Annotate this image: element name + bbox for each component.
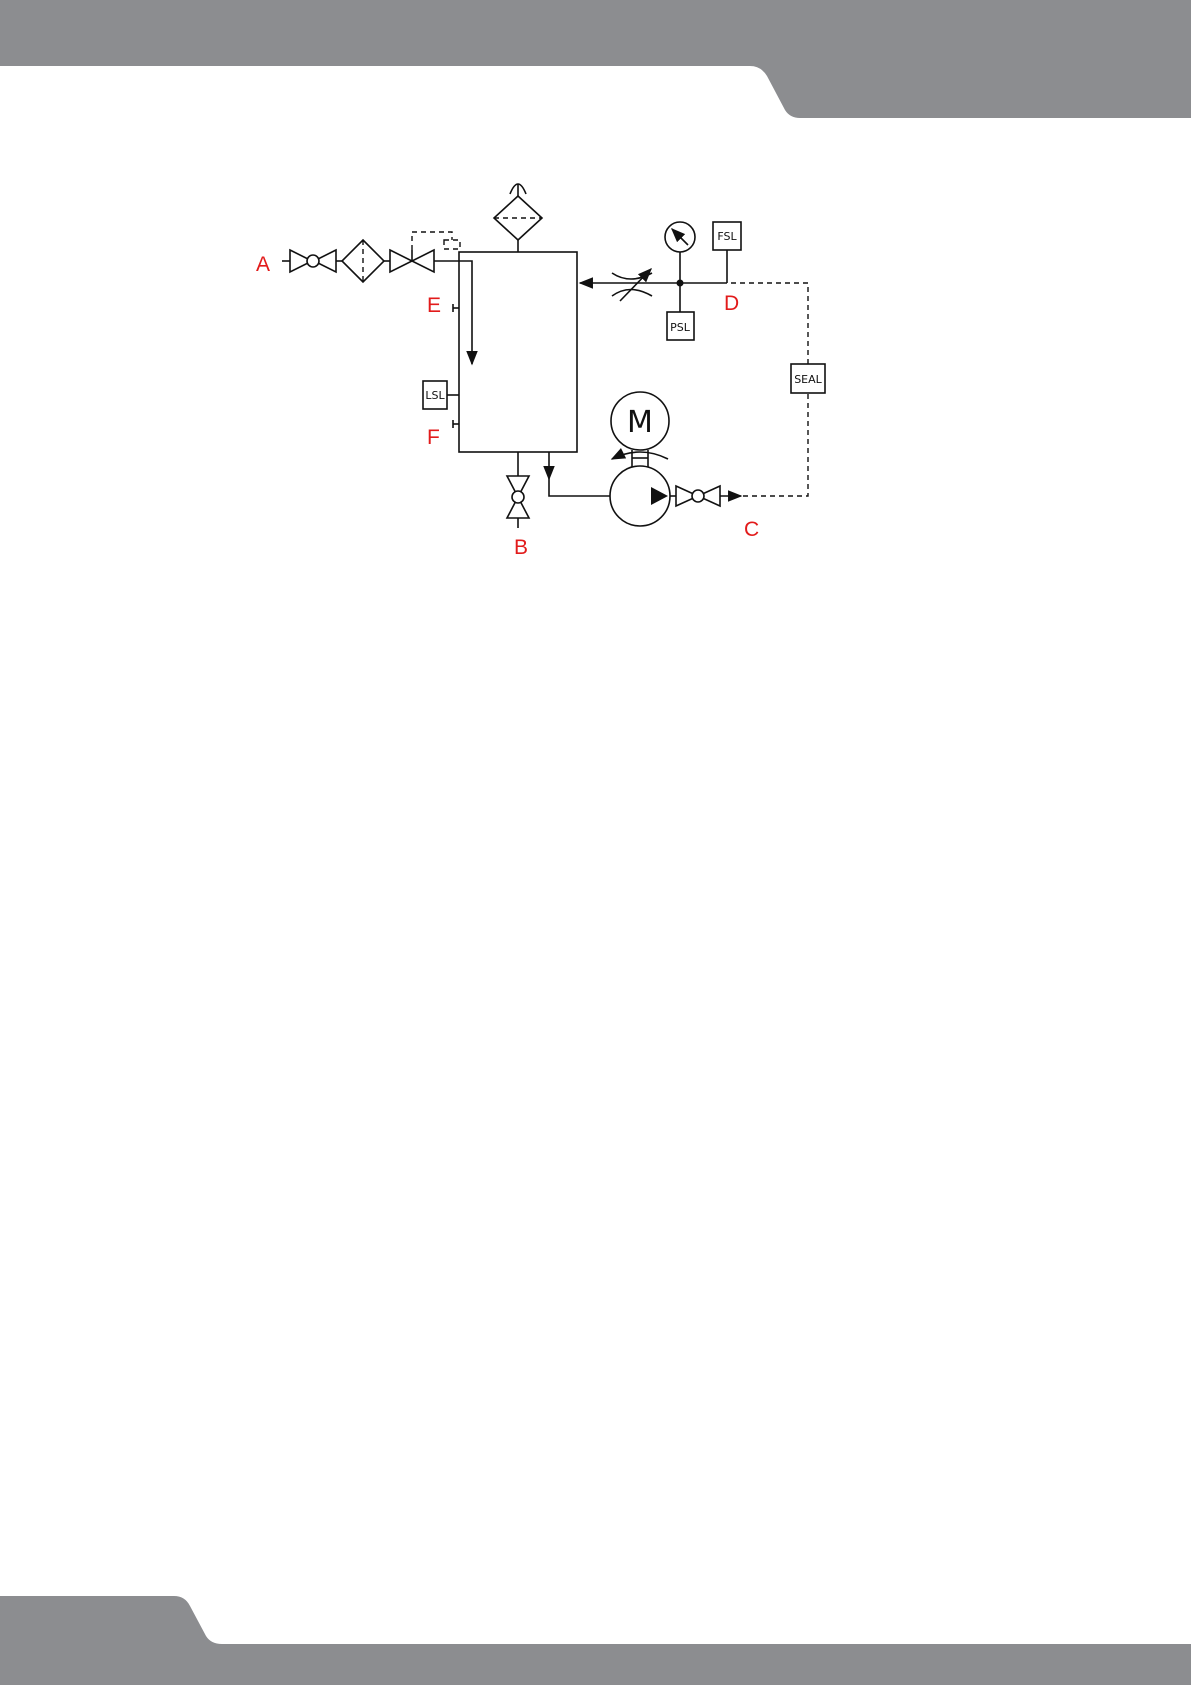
pressure-gauge (665, 222, 695, 283)
psl-switch: PSL (667, 283, 694, 340)
ball-valve-c (670, 486, 720, 506)
tank (459, 252, 577, 452)
motor-label: M (627, 405, 653, 440)
point-label-c: C (744, 518, 759, 541)
point-label-b: B (514, 536, 528, 559)
seal-box: SEAL (791, 364, 825, 393)
motor: M (611, 392, 669, 450)
point-label-d: D (724, 292, 739, 315)
suction-pipe (549, 479, 610, 496)
fsl-switch: FSL (713, 222, 741, 283)
pump (610, 466, 670, 526)
ball-valve-a (290, 250, 336, 272)
psl-label: PSL (670, 321, 691, 334)
point-label-e: E (427, 294, 441, 317)
coupling (612, 450, 668, 467)
inlet-line (282, 232, 472, 364)
drain-valve (507, 452, 529, 528)
inlet-filter (342, 240, 384, 282)
regulator-valve (390, 232, 460, 272)
fsl-label: FSL (717, 230, 737, 243)
vent-filter (494, 184, 542, 252)
lsl-label: LSL (425, 389, 445, 402)
seal-return-line (743, 393, 808, 496)
point-label-a: A (256, 253, 270, 276)
point-label-f: F (427, 426, 440, 449)
lsl-switch: LSL (423, 381, 447, 409)
flow-restrictor (612, 269, 652, 301)
level-taps (447, 304, 459, 428)
seal-label: SEAL (794, 373, 822, 386)
